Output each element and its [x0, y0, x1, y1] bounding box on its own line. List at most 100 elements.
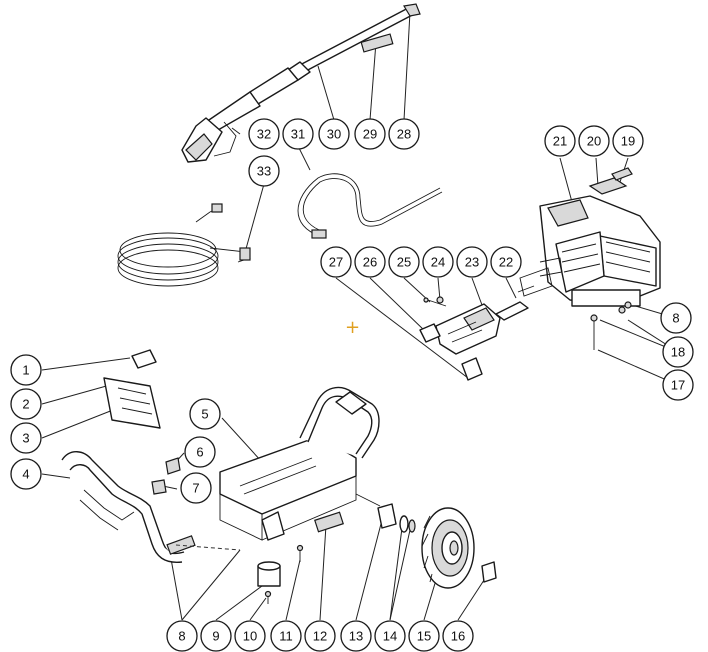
callout-label: 25	[397, 255, 411, 270]
callout-label: 6	[196, 445, 203, 460]
callout-circle	[612, 125, 644, 157]
callout-label: 3	[22, 431, 29, 446]
callout-circle	[662, 369, 694, 401]
callout-24: 24	[422, 246, 454, 278]
callout-27: 27	[320, 246, 352, 278]
callout-label: 7	[192, 481, 199, 496]
callout-circle	[354, 118, 386, 150]
callout-2: 2	[10, 388, 42, 420]
callout-circle	[354, 246, 386, 278]
callout-circle	[234, 620, 266, 652]
callout-30: 30	[318, 118, 350, 150]
callout-18: 18	[662, 336, 694, 368]
callout-31: 31	[282, 118, 314, 150]
callout-label: 18	[671, 345, 685, 360]
callout-label: 12	[313, 629, 327, 644]
garden-hose-adapter	[297, 173, 443, 239]
callout-label: 30	[327, 127, 341, 142]
callout-circle	[318, 118, 350, 150]
wheel-assembly	[377, 503, 497, 589]
callout-17: 17	[662, 369, 694, 401]
small-fasteners	[151, 457, 304, 604]
callout-circle	[388, 118, 420, 150]
callout-8: 8	[660, 302, 692, 334]
plates-and-labels	[103, 349, 161, 429]
callout-circle	[442, 620, 474, 652]
callout-11: 11	[270, 620, 302, 652]
callout-label: 1	[22, 363, 29, 378]
callout-9: 9	[200, 620, 232, 652]
callout-circle	[248, 118, 280, 150]
callout-23: 23	[456, 246, 488, 278]
callout-circle	[10, 354, 42, 386]
callout-label: 22	[499, 255, 513, 270]
callout-label: 8	[672, 311, 679, 326]
callout-label: 26	[363, 255, 377, 270]
callout-33: 33	[248, 155, 280, 187]
callout-label: 19	[621, 134, 635, 149]
callout-10: 10	[234, 620, 266, 652]
callout-circle	[578, 125, 610, 157]
callout-label: 32	[257, 127, 271, 142]
frame-and-handle	[219, 386, 381, 541]
callout-8: 8	[166, 620, 198, 652]
callout-circle	[10, 458, 42, 490]
callout-circle	[10, 422, 42, 454]
callout-label: 29	[363, 127, 377, 142]
callout-label: 13	[349, 629, 363, 644]
callout-label: 20	[587, 134, 601, 149]
callout-15: 15	[408, 620, 440, 652]
callout-6: 6	[184, 436, 216, 468]
callout-circle	[282, 118, 314, 150]
callout-label: 14	[383, 629, 397, 644]
callout-circle	[304, 620, 336, 652]
callout-circle	[662, 336, 694, 368]
callout-circle	[408, 620, 440, 652]
engine-assembly	[519, 167, 661, 350]
callout-19: 19	[612, 125, 644, 157]
callout-label: 9	[212, 629, 219, 644]
callout-circle	[189, 398, 221, 430]
callout-circle	[184, 436, 216, 468]
callout-14: 14	[374, 620, 406, 652]
callout-circle	[340, 620, 372, 652]
callout-circle	[180, 472, 212, 504]
callout-7: 7	[180, 472, 212, 504]
callout-label: 33	[257, 164, 271, 179]
callout-label: 28	[397, 127, 411, 142]
callout-label: 17	[671, 378, 685, 393]
high-pressure-hose-coil	[117, 203, 251, 287]
callout-circle	[422, 246, 454, 278]
callout-25: 25	[388, 246, 420, 278]
callout-13: 13	[340, 620, 372, 652]
callout-circle	[320, 246, 352, 278]
callout-circle	[388, 246, 420, 278]
callout-circle	[456, 246, 488, 278]
callout-4: 4	[10, 458, 42, 490]
callout-label: 10	[243, 629, 257, 644]
callout-circle	[248, 155, 280, 187]
callout-label: 21	[553, 134, 567, 149]
callout-label: 23	[465, 255, 479, 270]
callout-3: 3	[10, 422, 42, 454]
callout-circle	[166, 620, 198, 652]
callout-label: 15	[417, 629, 431, 644]
callout-29: 29	[354, 118, 386, 150]
callout-5: 5	[189, 398, 221, 430]
callout-circle	[200, 620, 232, 652]
callout-20: 20	[578, 125, 610, 157]
callout-16: 16	[442, 620, 474, 652]
callout-28: 28	[388, 118, 420, 150]
callout-label: 16	[451, 629, 465, 644]
callout-label: 2	[22, 397, 29, 412]
callout-21: 21	[544, 125, 576, 157]
callout-circle	[544, 125, 576, 157]
side-handle-bracket	[61, 451, 241, 563]
callout-32: 32	[248, 118, 280, 150]
callout-22: 22	[490, 246, 522, 278]
callout-12: 12	[304, 620, 336, 652]
leader-lines	[41, 11, 679, 621]
callout-circle	[490, 246, 522, 278]
